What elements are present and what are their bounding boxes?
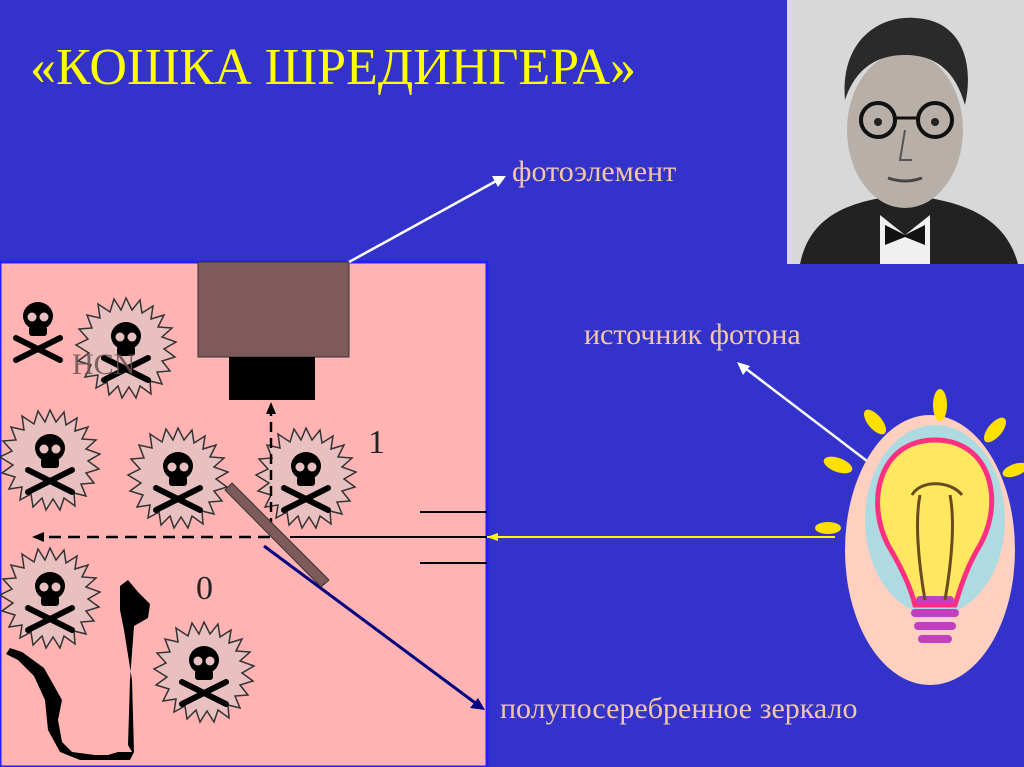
photoelement-label: фотоэлемент xyxy=(512,155,677,188)
photon-source-label: источник фотона xyxy=(584,318,801,351)
reflected-beam xyxy=(263,544,479,707)
slide-title: «КОШКА ШРЕДИНГЕРА» xyxy=(30,39,636,96)
poison-label: HCN xyxy=(72,348,136,381)
half-silvered-mirror xyxy=(224,482,330,588)
cat-silhouette xyxy=(6,580,150,760)
photoelement-sensor xyxy=(229,357,315,400)
state-one-label: 1 xyxy=(368,424,385,461)
photoelement-body xyxy=(197,261,350,358)
mirror-label: полупосеребренное зеркало xyxy=(500,692,858,725)
state-zero-label: 0 xyxy=(196,570,213,607)
light-bulb-icon xyxy=(815,389,1024,685)
portrait-photo xyxy=(787,0,1024,264)
